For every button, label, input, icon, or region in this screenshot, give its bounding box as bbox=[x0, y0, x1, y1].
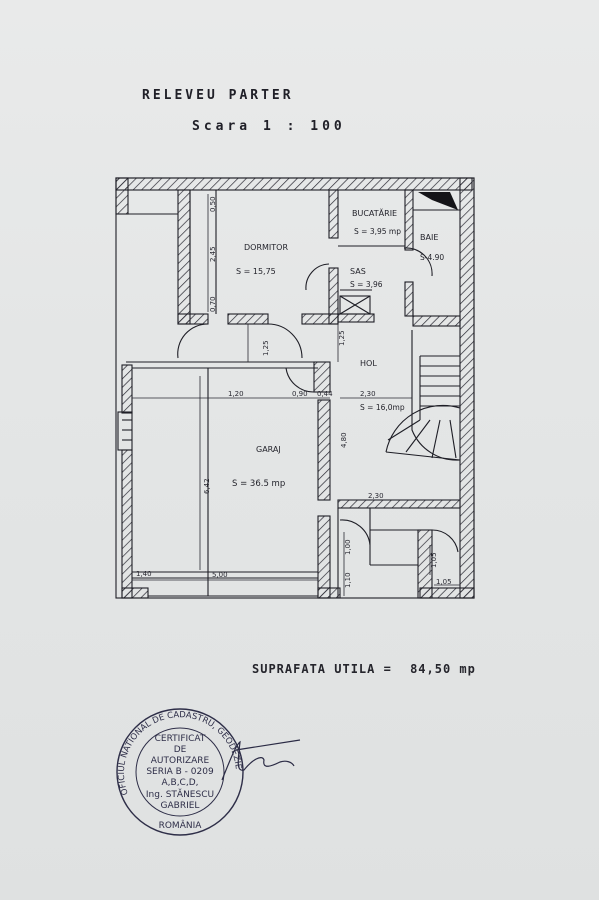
dim-100: 1,00 bbox=[344, 539, 352, 555]
room-garaj-name: GARAJ bbox=[256, 445, 281, 454]
stamp-line-1: CERTIFICAT bbox=[155, 734, 206, 744]
stamp-line-6: Ing. STĂNESCU bbox=[146, 788, 214, 800]
plan-title: RELEVEU PARTER bbox=[142, 88, 294, 103]
room-bucatarie-name: BUCATĂRIE bbox=[352, 207, 397, 218]
dim-105a: 1,05 bbox=[430, 552, 438, 568]
dim-125a: 1,25 bbox=[262, 340, 270, 356]
room-baie-name: BAIE bbox=[420, 233, 438, 242]
stamp-line-7: GABRIEL bbox=[161, 801, 200, 811]
dim-090: 0,90 bbox=[292, 390, 308, 398]
dim-500: 5,00 bbox=[212, 571, 228, 579]
stamp-line-2: DE bbox=[174, 745, 187, 755]
room-hol-area: S = 16,0mp bbox=[360, 403, 405, 412]
usable-area-value: 84,50 mp bbox=[410, 662, 476, 676]
room-dormitor-name: DORMITOR bbox=[244, 243, 288, 252]
dim-480: 4,80 bbox=[340, 432, 348, 448]
dim-230b: 2,30 bbox=[368, 492, 384, 500]
room-sas-name: SAS bbox=[350, 267, 366, 276]
plan-lines bbox=[115, 177, 475, 599]
dim-230a: 2,30 bbox=[360, 390, 376, 398]
stamp-line-5: A,B,C,D, bbox=[162, 778, 199, 788]
dim-245: 2,45 bbox=[209, 246, 217, 262]
kitchen-corner-mark bbox=[418, 192, 458, 210]
dim-050: 0,50 bbox=[209, 196, 217, 212]
room-sas-area: S = 3,96 bbox=[350, 280, 383, 289]
room-garaj-area: S = 36.5 mp bbox=[232, 479, 285, 489]
dim-140: 1,40 bbox=[136, 570, 152, 578]
dim-110: 1,10 bbox=[344, 572, 352, 588]
stamp-line-3: AUTORIZARE bbox=[151, 756, 210, 766]
room-bucatarie-area: S = 3,95 mp bbox=[354, 227, 401, 236]
usable-area: SUPRAFATA UTILA = 84,50 mp bbox=[252, 662, 476, 676]
usable-area-label: SUPRAFATA UTILA = bbox=[252, 662, 392, 676]
certification-stamp: OFICIUL NATIONAL DE CADASTRU, GEODEZIE R… bbox=[116, 708, 244, 836]
room-dormitor-area: S = 15,75 bbox=[236, 267, 276, 276]
room-hol-name: HOL bbox=[360, 359, 377, 368]
signature bbox=[221, 739, 301, 781]
dim-642: 6,42 bbox=[203, 478, 211, 494]
dim-070: 0,70 bbox=[209, 296, 217, 312]
plan-scale: Scara 1 : 100 bbox=[192, 119, 346, 134]
stamp-line-4: SERIA B - 0209 bbox=[146, 767, 214, 777]
stamp-country: ROMÂNIA bbox=[159, 819, 203, 831]
room-baie-area: S-4.90 bbox=[420, 253, 444, 262]
dimension-lines bbox=[132, 194, 460, 596]
dim-120: 1,20 bbox=[228, 390, 244, 398]
dim-105b: 1,05 bbox=[436, 578, 452, 586]
dim-125b: 1,25 bbox=[338, 330, 346, 346]
dim-044: 0,44 bbox=[317, 390, 333, 398]
